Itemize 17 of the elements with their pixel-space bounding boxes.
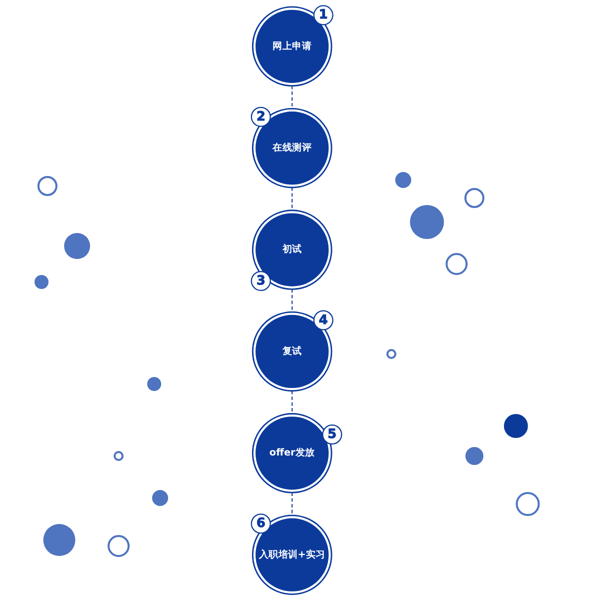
dashed-connector: [292, 86, 293, 109]
step-label: 网上申请: [272, 39, 313, 54]
step-number-badge: 2: [250, 106, 271, 127]
step-number-badge: 3: [250, 270, 271, 292]
dashed-connector: [292, 289, 293, 312]
dashed-connector: [292, 188, 293, 210]
step-label: 入职培训+实习: [258, 548, 326, 562]
step-number-badge: 5: [322, 424, 342, 445]
step-number-badge: 1: [313, 5, 334, 26]
dashed-connector: [292, 492, 293, 516]
step-label: 复试: [281, 344, 303, 359]
step-label: offer发放: [268, 446, 316, 460]
dashed-connector: [292, 390, 293, 414]
step-number-badge: 4: [313, 310, 334, 330]
step-label: 在线测评: [271, 140, 313, 156]
step-number-badge: 6: [250, 514, 271, 534]
step-label: 初试: [281, 242, 303, 258]
